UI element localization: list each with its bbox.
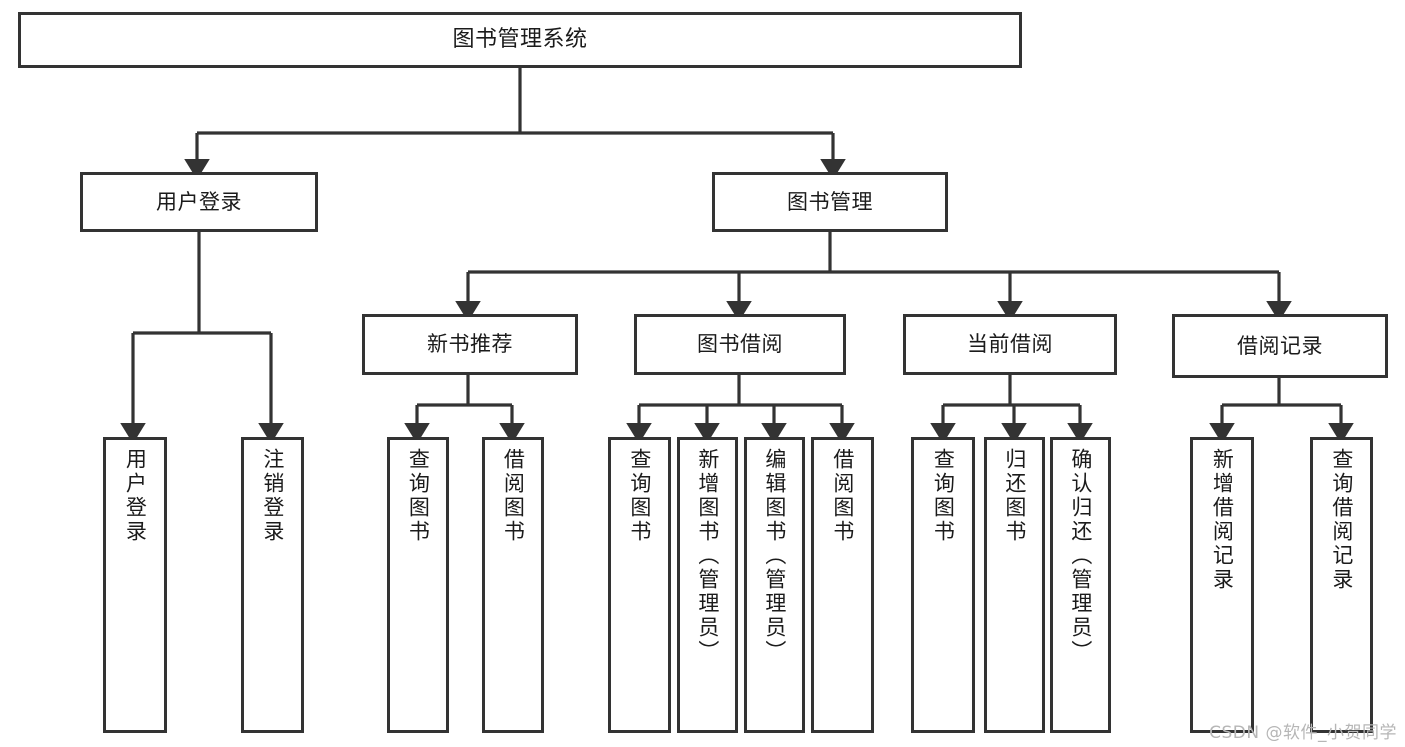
leaf-user-login-label: 用户登录 [123, 448, 148, 544]
node-book-manage-label: 图书管理 [787, 189, 873, 214]
leaf-edit-book-label: 编辑图书（管理员） [762, 448, 787, 664]
leaf-borrow-book-1[interactable]: 借阅图书 [482, 437, 544, 733]
node-borrow-record[interactable]: 借阅记录 [1172, 314, 1388, 378]
leaf-return-book[interactable]: 归还图书 [984, 437, 1045, 733]
leaf-confirm-return-label: 确认归还（管理员） [1068, 448, 1093, 664]
leaf-confirm-return[interactable]: 确认归还（管理员） [1050, 437, 1111, 733]
leaf-add-book[interactable]: 新增图书（管理员） [677, 437, 738, 733]
leaf-add-record[interactable]: 新增借阅记录 [1190, 437, 1254, 733]
leaf-borrow-book-2-label: 借阅图书 [830, 448, 855, 544]
leaf-return-book-label: 归还图书 [1002, 448, 1027, 544]
node-new-book-rec[interactable]: 新书推荐 [362, 314, 578, 375]
leaf-borrow-book-1-label: 借阅图书 [501, 448, 526, 544]
leaf-query-record-label: 查询借阅记录 [1329, 448, 1354, 592]
node-book-borrow-label: 图书借阅 [697, 332, 783, 357]
leaf-user-login[interactable]: 用户登录 [103, 437, 167, 733]
leaf-query-record[interactable]: 查询借阅记录 [1310, 437, 1373, 733]
node-user-login-label: 用户登录 [156, 189, 242, 214]
leaf-add-book-label: 新增图书（管理员） [695, 448, 720, 664]
node-user-login[interactable]: 用户登录 [80, 172, 318, 232]
node-current-borrow-label: 当前借阅 [967, 332, 1053, 357]
leaf-add-record-label: 新增借阅记录 [1210, 448, 1235, 592]
node-book-borrow[interactable]: 图书借阅 [634, 314, 846, 375]
node-borrow-record-label: 借阅记录 [1237, 333, 1323, 358]
leaf-query-book-1[interactable]: 查询图书 [387, 437, 449, 733]
node-book-manage[interactable]: 图书管理 [712, 172, 948, 232]
node-current-borrow[interactable]: 当前借阅 [903, 314, 1117, 375]
leaf-edit-book[interactable]: 编辑图书（管理员） [744, 437, 805, 733]
leaf-query-book-3-label: 查询图书 [931, 448, 956, 544]
leaf-query-book-2[interactable]: 查询图书 [608, 437, 671, 733]
leaf-query-book-3[interactable]: 查询图书 [911, 437, 975, 733]
node-new-book-rec-label: 新书推荐 [427, 332, 513, 357]
node-root[interactable]: 图书管理系统 [18, 12, 1022, 68]
leaf-query-book-2-label: 查询图书 [627, 448, 652, 544]
leaf-query-book-1-label: 查询图书 [406, 448, 431, 544]
leaf-logout-label: 注销登录 [260, 448, 285, 544]
leaf-borrow-book-2[interactable]: 借阅图书 [811, 437, 874, 733]
leaf-logout[interactable]: 注销登录 [241, 437, 304, 733]
node-root-label: 图书管理系统 [452, 27, 588, 53]
watermark: CSDN @软件_小贺同学 [1209, 723, 1397, 743]
